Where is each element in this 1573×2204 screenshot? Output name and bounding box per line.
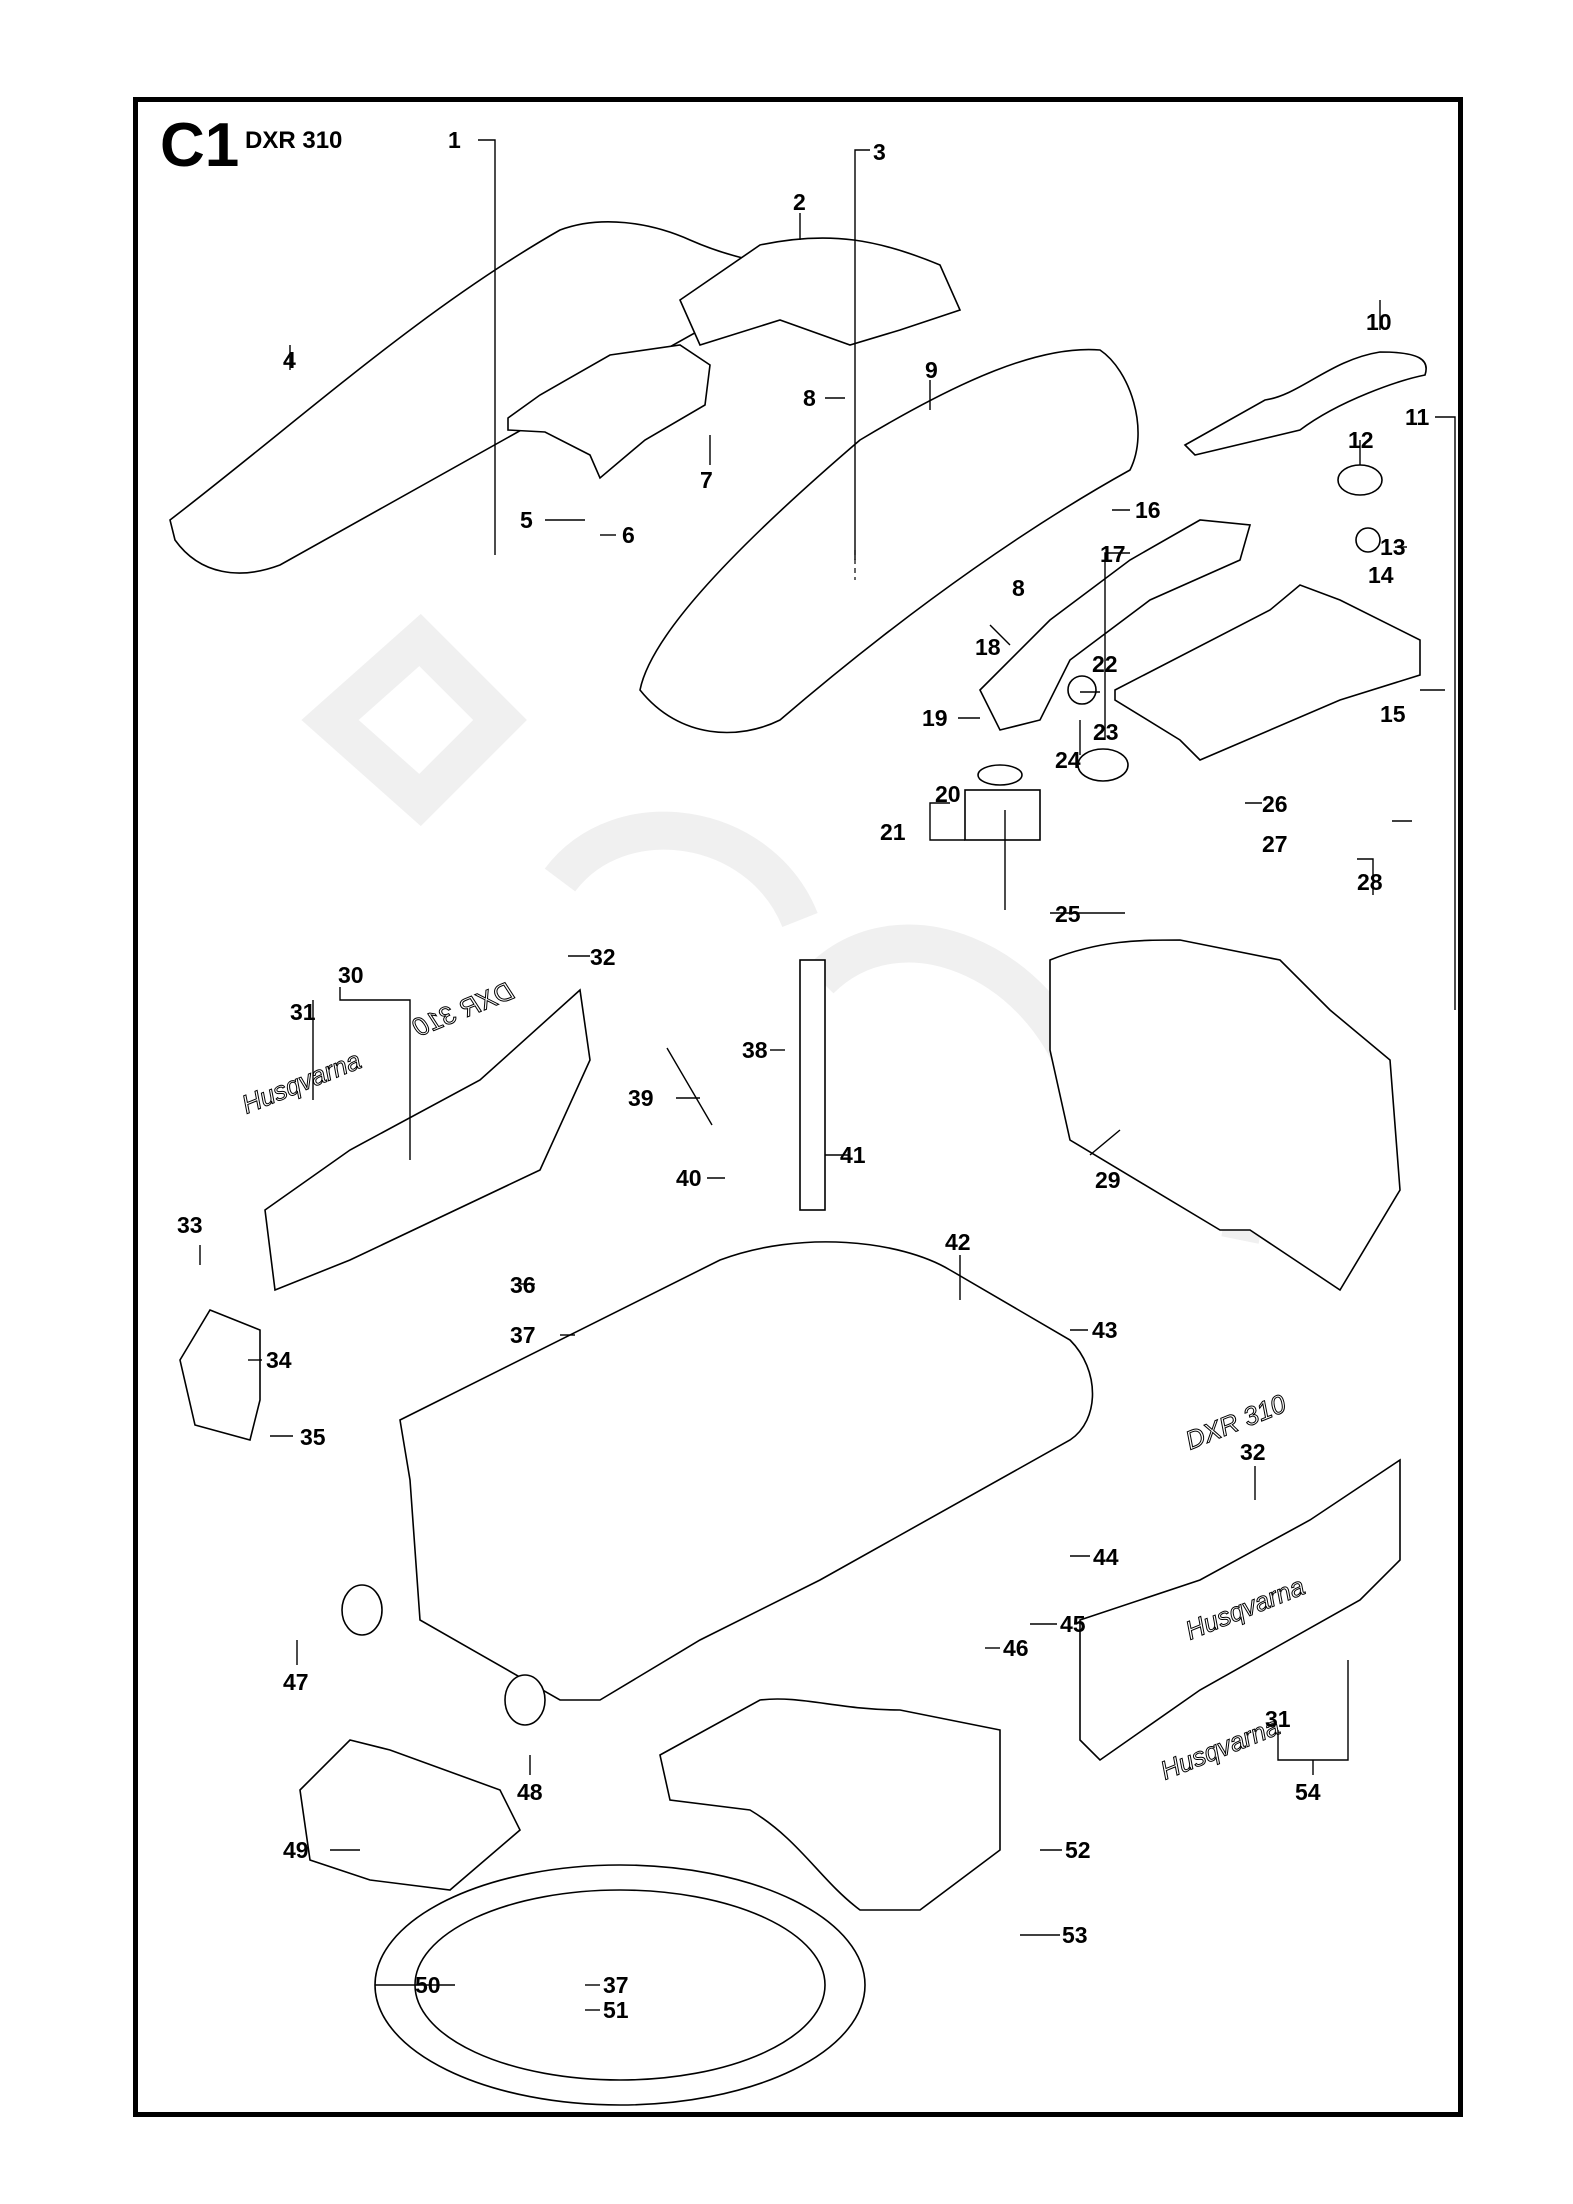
- callout-37-lower[interactable]: 37: [603, 1972, 629, 1998]
- part-12-switch[interactable]: [1337, 464, 1383, 496]
- model-name: DXR 310: [245, 127, 343, 154]
- part-29-rear-housing[interactable]: [1049, 939, 1401, 1292]
- callout-50[interactable]: 50: [415, 1972, 441, 1998]
- callout-45[interactable]: 45: [1060, 1611, 1086, 1637]
- callout-38[interactable]: 38: [742, 1037, 768, 1063]
- part-14-connector[interactable]: [1355, 527, 1381, 553]
- part-9-large-cover[interactable]: [639, 348, 1139, 734]
- callout-15[interactable]: 15: [1380, 701, 1406, 727]
- callout-19[interactable]: 19: [922, 705, 948, 731]
- callout-43[interactable]: 43: [1092, 1317, 1118, 1343]
- callout-6[interactable]: 6: [622, 522, 635, 548]
- part-2-top-plate[interactable]: [678, 237, 962, 346]
- callout-46[interactable]: 46: [1003, 1635, 1029, 1661]
- callout-28[interactable]: 28: [1357, 869, 1383, 895]
- callout-10[interactable]: 10: [1366, 309, 1392, 335]
- callout-3[interactable]: 3: [873, 139, 886, 165]
- callout-7[interactable]: 7: [700, 467, 713, 493]
- decal-model-left: DXR 310: [408, 975, 518, 1043]
- callout-39[interactable]: 39: [628, 1085, 654, 1111]
- callout-21[interactable]: 21: [880, 819, 906, 845]
- leader-lines: [199, 139, 1456, 2011]
- decal-brand-left: Husqvarna: [237, 1045, 365, 1120]
- callout-22[interactable]: 22: [1092, 651, 1118, 677]
- callout-40[interactable]: 40: [676, 1165, 702, 1191]
- callout-11[interactable]: 11: [1405, 404, 1430, 430]
- callout-53[interactable]: 53: [1062, 1922, 1088, 1948]
- callout-8-lower[interactable]: 8: [1012, 575, 1025, 601]
- section-code: C1: [160, 111, 240, 180]
- callout-25[interactable]: 25: [1055, 901, 1081, 927]
- callout-5[interactable]: 5: [520, 507, 533, 533]
- part-54-right-side-panel[interactable]: [1079, 1458, 1401, 1762]
- callout-32-left[interactable]: 32: [590, 944, 616, 970]
- callout-26[interactable]: 26: [1262, 791, 1288, 817]
- callout-37-top[interactable]: 37: [510, 1322, 536, 1348]
- callout-27[interactable]: 27: [1262, 831, 1288, 857]
- callout-44[interactable]: 44: [1093, 1544, 1119, 1570]
- part-21-flange[interactable]: [964, 789, 1041, 841]
- part-30-left-side-panel[interactable]: [264, 988, 591, 1292]
- callout-48[interactable]: 48: [517, 1779, 543, 1805]
- part-10-handle[interactable]: [1183, 351, 1427, 456]
- part-20-bushing[interactable]: [977, 764, 1023, 786]
- callout-32-right[interactable]: 32: [1240, 1439, 1266, 1465]
- callout-42[interactable]: 42: [945, 1229, 971, 1255]
- part-48-light-b[interactable]: [504, 1674, 546, 1726]
- diagram-frame: [133, 97, 1463, 2117]
- callout-52[interactable]: 52: [1065, 1837, 1091, 1863]
- callout-17[interactable]: 17: [1100, 541, 1126, 567]
- callout-47[interactable]: 47: [283, 1669, 309, 1695]
- part-52-base-plate[interactable]: [659, 1698, 1001, 1911]
- part-24-washer[interactable]: [1067, 675, 1097, 705]
- callout-4[interactable]: 4: [283, 347, 296, 373]
- part-19-arm[interactable]: [979, 519, 1252, 731]
- part-15-bracket[interactable]: [1114, 584, 1421, 761]
- callout-18[interactable]: 18: [975, 634, 1001, 660]
- callout-33[interactable]: 33: [177, 1212, 203, 1238]
- callout-34[interactable]: 34: [266, 1347, 292, 1373]
- callout-31-right[interactable]: 31: [1265, 1706, 1291, 1732]
- callout-23[interactable]: 23: [1093, 719, 1119, 745]
- part-23-motor[interactable]: [1077, 748, 1129, 782]
- callout-35[interactable]: 35: [300, 1424, 326, 1450]
- callout-29[interactable]: 29: [1095, 1167, 1121, 1193]
- callout-13[interactable]: 13: [1380, 534, 1406, 560]
- callout-1[interactable]: 1: [448, 127, 461, 153]
- callouts: 1 2 3 4 5 6 7 8 8 9 10 11 12 13 14 15 16…: [177, 127, 1430, 2023]
- part-49-front-panel[interactable]: [299, 1739, 521, 1891]
- callout-12[interactable]: 12: [1348, 427, 1374, 453]
- callout-41[interactable]: 41: [840, 1142, 866, 1168]
- decal-model-right: DXR 310: [1181, 1388, 1291, 1456]
- callout-24[interactable]: 24: [1055, 747, 1081, 773]
- callout-54[interactable]: 54: [1295, 1779, 1321, 1805]
- callout-9[interactable]: 9: [925, 357, 938, 383]
- callout-31-left[interactable]: 31: [290, 999, 316, 1025]
- callout-20[interactable]: 20: [935, 781, 961, 807]
- part-47-light-a[interactable]: [341, 1584, 383, 1636]
- callout-36[interactable]: 36: [510, 1272, 536, 1298]
- callout-14[interactable]: 14: [1368, 562, 1394, 588]
- callout-49[interactable]: 49: [283, 1837, 309, 1863]
- callout-2[interactable]: 2: [793, 189, 806, 215]
- part-7-bracket-plate[interactable]: [507, 344, 711, 480]
- part-41-post[interactable]: [799, 959, 826, 1211]
- callout-51[interactable]: 51: [603, 1997, 629, 2023]
- callout-8-top[interactable]: 8: [803, 385, 816, 411]
- part-42-main-frame[interactable]: [399, 1241, 1094, 1701]
- part-35-corner-panel[interactable]: [179, 1309, 261, 1441]
- part-39-strut[interactable]: [666, 1047, 713, 1126]
- callout-30[interactable]: 30: [338, 962, 364, 988]
- callout-16[interactable]: 16: [1135, 497, 1161, 523]
